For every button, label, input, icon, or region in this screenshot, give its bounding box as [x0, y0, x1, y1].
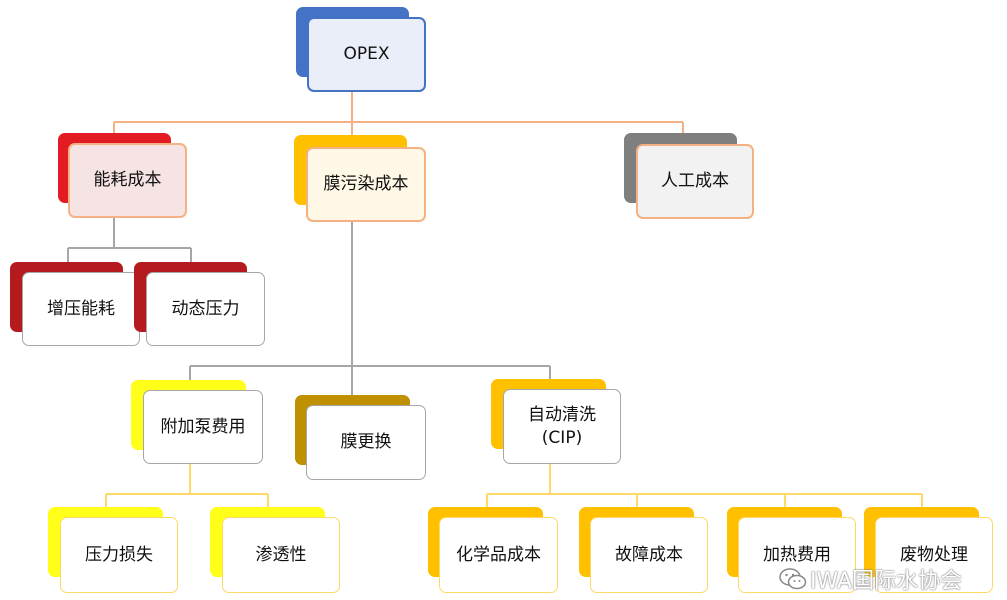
node-labor-cost-label: 人工成本 [661, 171, 729, 192]
node-pressure-loss-label: 压力损失 [85, 544, 153, 565]
node-waste-treatment-label: 废物处理 [900, 544, 968, 565]
node-fouling-cost-label: 膜污染成本 [323, 174, 409, 195]
node-extra-pump-label: 附加泵费用 [160, 416, 246, 437]
node-heating-cost-label: 加热费用 [763, 544, 831, 565]
node-permeability-label: 渗透性 [255, 544, 307, 565]
node-dynamic-pressure-label: 动态压力 [171, 298, 240, 319]
watermark-text: IWA国际水协会 [810, 569, 963, 594]
node-fault-cost-label: 故障成本 [615, 544, 683, 565]
watermark: IWA国际水协会 [778, 562, 1007, 596]
node-energy-cost-label: 能耗成本 [93, 170, 162, 191]
node-cip-label: 自动清洗 (CIP) [528, 404, 596, 448]
node-opex-label: OPEX [343, 44, 390, 65]
node-membrane-replace-label: 膜更换 [340, 432, 392, 453]
node-chemical-cost-label: 化学品成本 [456, 544, 541, 565]
node-boost-energy-label: 增压能耗 [47, 298, 115, 319]
wechat-icon [779, 568, 807, 590]
